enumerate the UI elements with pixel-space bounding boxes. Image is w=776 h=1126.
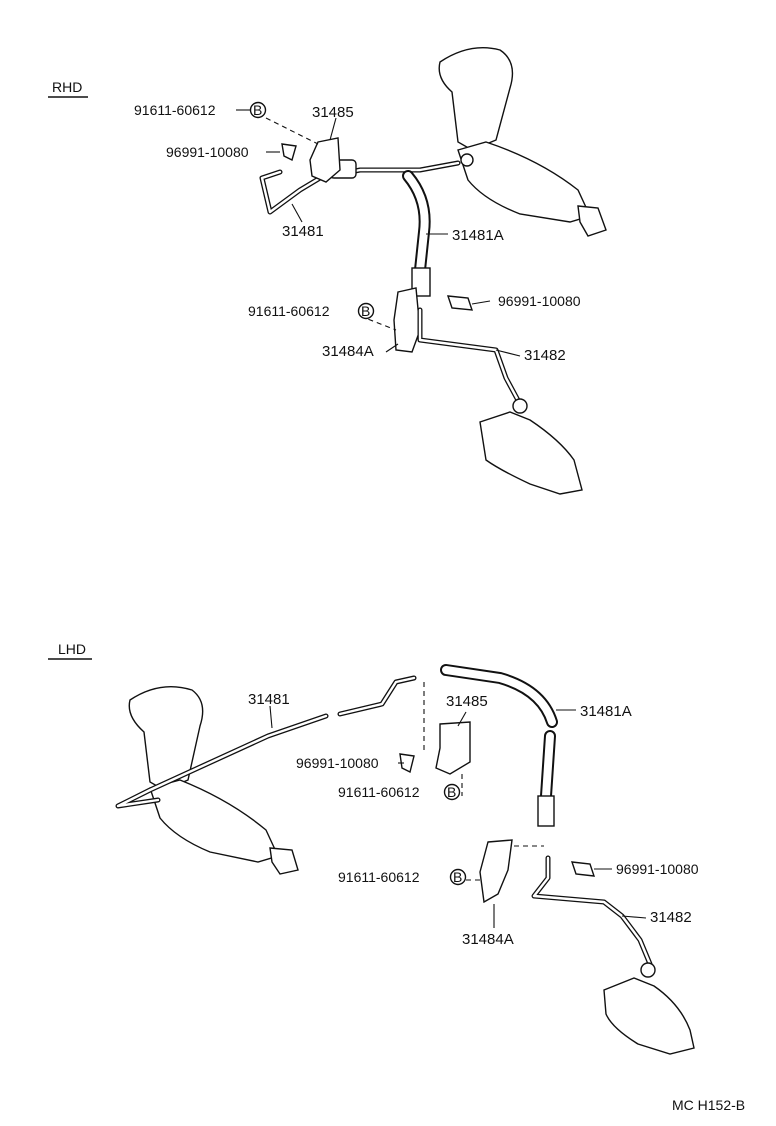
lhd-hose-31481A bbox=[440, 664, 558, 827]
rhd-hose-31481A bbox=[402, 170, 431, 297]
rhd-dash-mid bbox=[359, 315, 397, 331]
rhd-leader-clip-mid bbox=[471, 300, 491, 305]
lhd-label-pipe-upper: 31481 bbox=[248, 691, 290, 708]
rhd-bolt-marker-mid bbox=[357, 302, 375, 320]
lhd-bracket-31485 bbox=[435, 721, 471, 775]
rhd-master-cylinder bbox=[438, 47, 607, 237]
lhd-clip-lower bbox=[570, 861, 596, 877]
rhd-label-clip-mid: 96991-10080 bbox=[498, 293, 581, 309]
lhd-label-bolt-top: 91611-60612 bbox=[338, 784, 420, 800]
rhd-clip-mid bbox=[446, 295, 474, 311]
rhd-bolt-marker-mid-label: B bbox=[361, 303, 370, 319]
lhd-leader-pipe-upper bbox=[269, 705, 273, 729]
rhd-label-bracket-top: 31485 bbox=[312, 104, 354, 121]
lhd-section: LHD bbox=[48, 641, 699, 1055]
rhd-bolt-marker-top-label: B bbox=[253, 102, 262, 118]
rhd-leader-pipe-lower bbox=[495, 349, 521, 357]
rhd-label-bracket-lower: 31484A bbox=[322, 343, 374, 360]
rhd-bracket-31484A bbox=[393, 287, 421, 353]
rhd-leader-bracket-lower bbox=[385, 343, 399, 353]
drawing-code: MC H152-B bbox=[672, 1097, 745, 1113]
rhd-bolt-marker-top bbox=[249, 101, 267, 119]
rhd-label-hose: 31481A bbox=[452, 227, 504, 244]
lhd-label-bolt-lower: 91611-60612 bbox=[338, 869, 420, 885]
rhd-dash-top bbox=[265, 117, 319, 145]
lhd-leader-bracket-top bbox=[457, 711, 467, 727]
lhd-label-clip-top: 96991-10080 bbox=[296, 755, 379, 771]
lhd-bolt-marker-lower-label: B bbox=[453, 869, 462, 885]
lhd-leader-pipe-lower bbox=[621, 915, 647, 919]
lhd-bolt-marker-lower bbox=[449, 868, 467, 886]
lhd-bracket-31484A bbox=[479, 839, 513, 904]
rhd-header: RHD bbox=[52, 79, 82, 95]
rhd-label-pipe-upper: 31481 bbox=[282, 223, 324, 240]
lhd-label-hose: 31481A bbox=[580, 703, 632, 720]
rhd-bracket-31485 bbox=[309, 137, 341, 183]
lhd-bolt-marker-top-label: B bbox=[447, 784, 456, 800]
lhd-pipe-31482 bbox=[531, 855, 653, 967]
lhd-label-clip-lower: 96991-10080 bbox=[616, 861, 699, 877]
rhd-pipe-31482 bbox=[417, 307, 523, 407]
lhd-label-pipe-lower: 31482 bbox=[650, 909, 692, 926]
rhd-leader-bracket-top bbox=[329, 117, 337, 141]
lhd-header: LHD bbox=[58, 641, 86, 657]
rhd-label-clip-top: 96991-10080 bbox=[166, 144, 249, 160]
rhd-clip-top bbox=[281, 143, 297, 162]
lhd-pipe-31481 bbox=[115, 675, 417, 809]
lhd-bolt-marker-top bbox=[443, 783, 461, 801]
rhd-slave-cylinder bbox=[479, 398, 583, 495]
rhd-section: RHD bbox=[48, 47, 607, 495]
rhd-label-pipe-lower: 31482 bbox=[524, 347, 566, 364]
lhd-slave-cylinder bbox=[603, 962, 695, 1055]
rhd-leader-pipe-upper bbox=[291, 203, 303, 223]
lhd-label-bracket-lower: 31484A bbox=[462, 931, 514, 948]
lhd-label-bracket-top: 31485 bbox=[446, 693, 488, 710]
rhd-label-bolt-mid: 91611-60612 bbox=[248, 303, 330, 319]
lhd-master-cylinder bbox=[128, 685, 299, 875]
rhd-label-bolt-top: 91611-60612 bbox=[134, 102, 216, 118]
